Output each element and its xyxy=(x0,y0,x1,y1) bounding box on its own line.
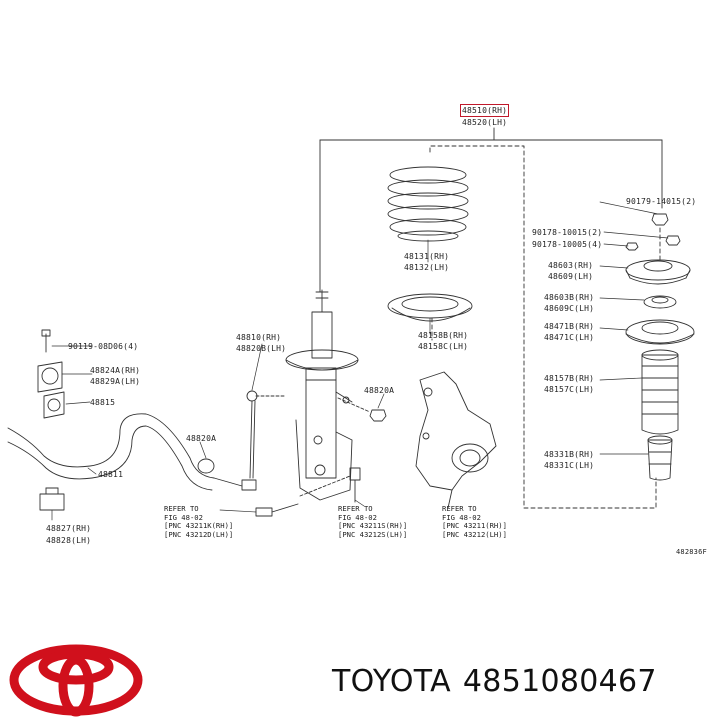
part-label-48331c: 48331C(LH) xyxy=(544,461,595,470)
main-leader-lines xyxy=(319,127,663,293)
brand-name: TOYOTA xyxy=(332,664,451,699)
part-label-48820a-right: 48820A xyxy=(364,386,395,395)
part-label-48609: 48609(LH) xyxy=(548,272,594,281)
part-label-48520: 48520(LH) xyxy=(462,118,508,127)
spring-seat xyxy=(387,293,473,322)
label-leaders xyxy=(51,201,669,521)
part-label-48157c: 48157C(LH) xyxy=(544,385,595,394)
stabilizer-bar xyxy=(7,413,243,491)
part-label-48157b: 48157B(RH) xyxy=(544,374,595,383)
toyota-logo-icon xyxy=(9,644,143,717)
stabilizer-link xyxy=(241,390,287,491)
reference-note-1: REFER TO FIG 48-02 [PNC 43211K(RH)] [PNC… xyxy=(164,504,234,539)
part-label-48510: 48510(RH) xyxy=(459,104,510,117)
part-label-48609c: 48609C(LH) xyxy=(544,304,595,313)
part-label-48132: 48132(LH) xyxy=(404,263,450,272)
part-number: 4851080467 xyxy=(462,664,657,699)
part-label-48131: 48131(RH) xyxy=(404,252,450,261)
part-label-48810: 48810(RH) xyxy=(236,333,282,342)
part-label-48811: 48811 xyxy=(98,470,124,479)
part-label-48815: 48815 xyxy=(90,398,116,407)
diagram-code: 482836F xyxy=(676,548,707,556)
coil-spring xyxy=(387,166,469,242)
reference-note-3: REFER TO FIG 48-02 [PNC 43211(RH)] [PNC … xyxy=(442,504,507,539)
part-label-90178b: 90178-10005(4) xyxy=(532,240,603,249)
part-label-90119: 90119-08D06(4) xyxy=(68,342,139,351)
strut-hardware xyxy=(255,397,387,517)
shock-absorber-strut xyxy=(285,289,359,501)
parts-exploded-diagram xyxy=(7,127,695,521)
part-label-48827: 48827(RH) xyxy=(46,524,92,533)
part-label-48824a: 48824A(RH) xyxy=(90,366,141,375)
part-label-90179: 90179-14015(2) xyxy=(626,197,697,206)
stabilizer-bushing-bracket xyxy=(37,329,65,511)
part-label-48603: 48603(RH) xyxy=(548,261,594,270)
part-label-48158b: 48158B(RH) xyxy=(418,331,469,340)
strut-mount-stack xyxy=(625,213,695,481)
part-label-48471b: 48471B(RH) xyxy=(544,322,595,331)
part-label-48471c: 48471C(LH) xyxy=(544,333,595,342)
steering-knuckle xyxy=(415,371,497,509)
part-label-48828: 48828(LH) xyxy=(46,536,92,545)
part-label-48158c: 48158C(LH) xyxy=(418,342,469,351)
assembly-dashed-frame xyxy=(429,145,661,509)
part-label-90178a: 90178-10015(2) xyxy=(532,228,603,237)
part-label-48820b: 48820B(LH) xyxy=(236,344,287,353)
part-label-48820a-left: 48820A xyxy=(186,434,217,443)
footer-caption: TOYOTA 4851080467 xyxy=(332,664,657,700)
reference-note-2: REFER TO FIG 48-02 [PNC 43211S(RH)] [PNC… xyxy=(338,504,408,539)
part-label-48331b: 48331B(RH) xyxy=(544,450,595,459)
part-label-48829a: 48829A(LH) xyxy=(90,377,141,386)
part-label-48603b: 48603B(RH) xyxy=(544,293,595,302)
